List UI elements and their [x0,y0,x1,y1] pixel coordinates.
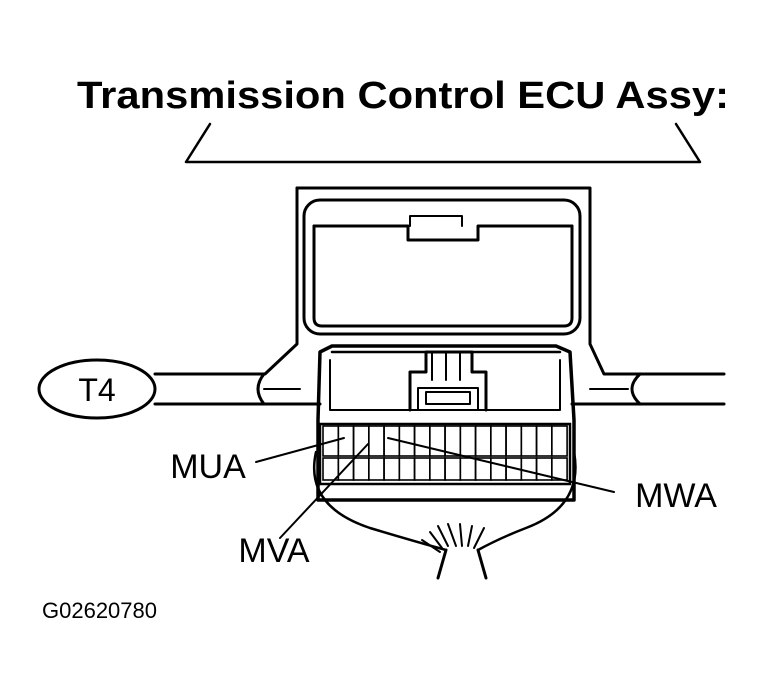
terminal-cavity [352,457,370,481]
diagram-title: Transmission Control ECU Assy: [77,75,729,117]
terminal-cavity [459,457,477,481]
terminal-cavity [367,457,385,481]
terminal-cavity [322,457,340,481]
right-wire-cap [630,372,642,406]
terminal-cavity [413,425,431,457]
terminal-cavity [444,457,462,481]
terminal-leaders [255,437,615,539]
t4-label: T4 [78,372,115,408]
terminal-cavity [520,425,538,457]
figure-code: G02620780 [42,598,157,623]
terminal-cavity [428,457,446,481]
terminal-cavity [413,457,431,481]
terminal-cavity [489,457,507,481]
terminal-cavity [535,425,553,457]
terminal-cavity [505,425,523,457]
terminal-cavity [383,457,401,481]
terminal-cavity [474,425,492,457]
t4-connector-callout[interactable]: T4 [37,358,157,420]
terminal-cavity [459,425,477,457]
terminal-label-mua: MUA [170,448,246,486]
terminal-cavity [489,425,507,457]
title-bracket [184,122,702,164]
wire-harness [312,450,577,580]
connector-plug[interactable] [316,344,576,502]
terminal-cavity [337,425,355,457]
terminal-cavity [550,457,568,481]
left-wire-cap [256,372,266,406]
terminal-cavity [367,425,385,457]
terminal-cavity [550,425,568,457]
terminal-block-outline [318,422,572,486]
terminal-label-mva: MVA [238,532,309,570]
terminal-cavity [520,457,538,481]
terminal-label-mwa: MWA [635,477,717,515]
ecu-housing [153,186,726,406]
connector-lock-latch [408,350,488,412]
terminal-cavity [398,457,416,481]
